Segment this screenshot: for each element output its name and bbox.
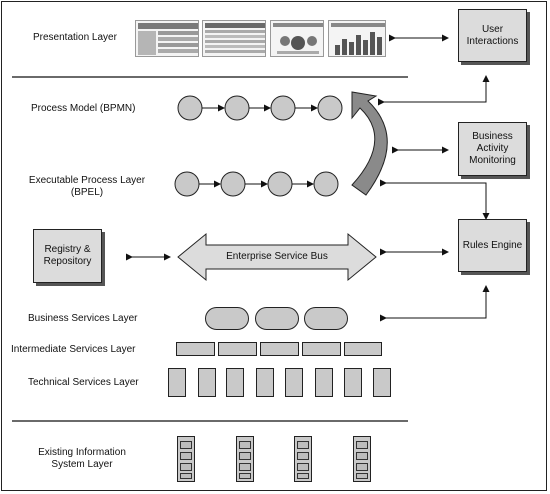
technical-service-block (256, 368, 274, 397)
technical-service-block (344, 368, 362, 397)
technical-service-block (168, 368, 186, 397)
label-intermediate-services: Intermediate Services Layer (11, 344, 136, 355)
intermediate-service-block (302, 342, 341, 356)
screenshot-thumbnail-2 (202, 20, 266, 57)
rules-engine-label: Rules Engine (462, 239, 523, 251)
bpmn-node (224, 95, 250, 121)
business-service-pill (205, 307, 249, 330)
intermediate-service-block (344, 342, 382, 356)
technical-service-block (285, 368, 303, 397)
bpel-node (313, 171, 339, 197)
user-interactions-line2: Interactions (466, 35, 519, 47)
label-existing-information: Existing Information System Layer (22, 447, 142, 471)
bam-line3: Monitoring (469, 155, 516, 166)
technical-service-block (226, 368, 244, 397)
technical-service-block (373, 368, 391, 397)
business-service-pill (304, 307, 348, 330)
server-icon (353, 436, 371, 482)
user-interactions-line1: User (481, 23, 504, 35)
registry-line2: Repository (43, 256, 92, 267)
bpel-node (174, 171, 200, 197)
intermediate-service-block (176, 342, 215, 356)
registry-repository-box: Registry & Repository (33, 229, 102, 283)
bpmn-node (317, 95, 343, 121)
bpel-flow (174, 171, 339, 197)
label-executable-process: Executable Process Layer (BPEL) (27, 175, 147, 199)
business-service-pill (255, 307, 299, 330)
bpmn-flow (177, 95, 343, 121)
server-icon (236, 436, 254, 482)
user-interactions-box: User Interactions (458, 9, 527, 62)
label-executable-line1: Executable Process Layer (28, 175, 146, 186)
bpel-node (267, 171, 293, 197)
label-existing-line2: System Layer (51, 459, 113, 470)
business-activity-monitoring-box: Business Activity Monitoring (458, 122, 527, 176)
bpmn-node (270, 95, 296, 121)
technical-service-block (198, 368, 216, 397)
arrow-user-process (378, 75, 490, 106)
screenshot-thumbnail-3 (270, 20, 324, 57)
registry-line1: Registry & (44, 244, 91, 255)
label-business-services: Business Services Layer (28, 313, 138, 324)
curved-arrow (351, 91, 388, 196)
intermediate-service-block (218, 342, 257, 356)
screenshot-thumbnail-4 (328, 20, 386, 57)
arrow-business-rules (380, 285, 490, 322)
bam-line1: Business (472, 131, 513, 142)
server-icon (294, 436, 312, 482)
esb-label: Enterprise Service Bus (226, 251, 328, 262)
label-executable-line2: (BPEL) (70, 187, 104, 198)
label-process-model: Process Model (BPMN) (31, 103, 136, 114)
label-existing-line1: Existing Information (38, 447, 126, 458)
intermediate-service-block (260, 342, 299, 356)
technical-service-block (315, 368, 333, 397)
esb-arrow (177, 232, 377, 282)
bam-line2: Activity (476, 143, 509, 154)
server-icon (177, 436, 195, 482)
label-technical-services: Technical Services Layer (28, 377, 139, 388)
bpel-node (220, 171, 246, 197)
screenshot-thumbnail-1 (135, 20, 199, 57)
label-presentation-layer: Presentation Layer (33, 32, 117, 43)
bpmn-node (177, 95, 203, 121)
arrow-bpel-rules (380, 179, 490, 220)
rules-engine-box: Rules Engine (458, 219, 527, 272)
